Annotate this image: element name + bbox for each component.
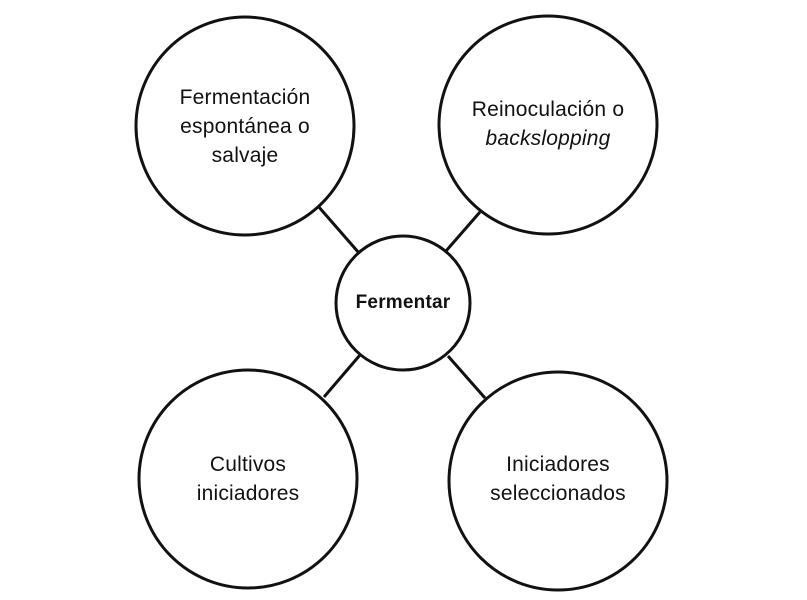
- connector-bottom-left: [322, 354, 362, 398]
- node-label-line: Reinoculación o: [471, 98, 625, 121]
- node-circle-top-left: [134, 15, 356, 237]
- connector-top-left: [316, 205, 361, 254]
- node-label-bottom-left: Cultivos iniciadores: [148, 449, 348, 509]
- node-label-line-italic: backslopping: [485, 127, 611, 150]
- node-label-line: Iniciadores: [506, 453, 610, 476]
- center-circle: [334, 234, 472, 372]
- connector-top-right: [444, 211, 482, 252]
- center-label-text: Fermentar: [355, 292, 451, 313]
- center-label: Fermentar: [338, 289, 468, 317]
- node-circle-bottom-left: [137, 368, 359, 590]
- node-label-top-left: Fermentación espontánea o salvaje: [145, 81, 345, 171]
- node-label-line: iniciadores: [196, 482, 300, 505]
- connector-bottom-right: [446, 355, 487, 399]
- node-label-line: salvaje: [211, 143, 279, 167]
- node-label-top-right: Reinoculación o backslopping: [448, 94, 648, 154]
- node-circle-top-right: [437, 14, 659, 236]
- node-label-line: seleccionados: [490, 482, 626, 505]
- node-label-bottom-right: Iniciadores seleccionados: [458, 449, 658, 509]
- node-label-line: Fermentación: [179, 85, 311, 109]
- node-circle-bottom-right: [447, 370, 669, 592]
- node-label-line: Cultivos: [209, 453, 287, 476]
- node-label-line: espontánea o: [180, 114, 310, 138]
